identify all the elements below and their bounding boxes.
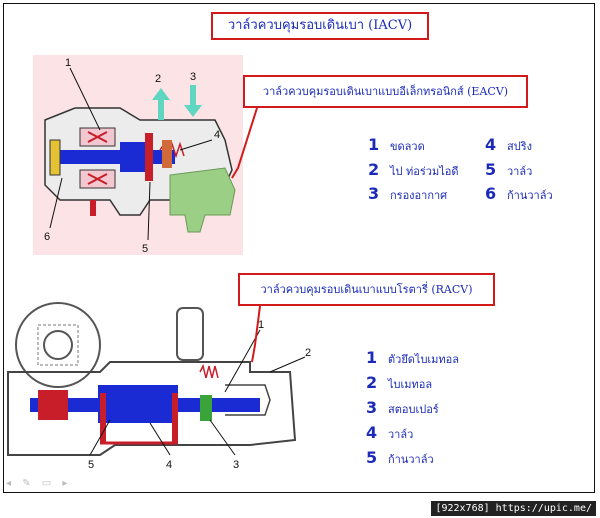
eacv-callout-pointer bbox=[231, 107, 258, 179]
racv-bimetal bbox=[225, 384, 271, 416]
racv-inlet-pipe bbox=[176, 307, 204, 361]
eacv-label-6: 6 bbox=[44, 231, 50, 243]
eacv-callout: วาล์วควบคุมรอบเดินเบาแบบอีเล็กทรอนิกส์ (… bbox=[243, 75, 528, 108]
eacv-outlet-housing bbox=[169, 167, 236, 233]
racv-leader-2 bbox=[269, 356, 306, 373]
legend-number: 4 bbox=[485, 135, 497, 154]
legend-label: สปริง bbox=[507, 140, 532, 153]
racv-label-3: 3 bbox=[233, 459, 239, 471]
racv-leader-4 bbox=[149, 422, 171, 456]
legend-number: 4 bbox=[366, 423, 378, 442]
eacv-leader-5 bbox=[147, 181, 151, 241]
racv-leader-5 bbox=[89, 419, 111, 456]
eacv-leader-1 bbox=[69, 67, 101, 131]
racv-leader-1 bbox=[224, 329, 261, 393]
racv-legend-item-1: 1 ตัวยึดไบเมทอล bbox=[366, 348, 459, 368]
racv-red-ring bbox=[38, 390, 68, 420]
legend-label: ขดลวด bbox=[390, 140, 425, 153]
legend-number: 2 bbox=[368, 160, 380, 179]
racv-callout: วาล์วควบคุมรอบเดินเบาแบบโรตารี่ (RACV) bbox=[238, 273, 495, 306]
racv-label-4: 4 bbox=[166, 459, 172, 471]
legend-number: 5 bbox=[366, 448, 378, 467]
eacv-leader-4 bbox=[179, 139, 213, 151]
racv-label-2: 2 bbox=[305, 347, 311, 359]
eacv-legend-item-4: 4 สปริง bbox=[485, 135, 532, 155]
legend-label: ไบเมทอล bbox=[388, 378, 433, 391]
legend-label: วาล์ว bbox=[388, 428, 414, 441]
racv-diagram: 1 2 3 4 5 bbox=[7, 302, 311, 471]
eacv-legend-item-6: 6 ก้านวาล์ว bbox=[485, 184, 553, 204]
racv-rotary-valve bbox=[98, 385, 178, 423]
racv-stopper bbox=[200, 395, 212, 421]
legend-label: สตอบเปอร์ bbox=[388, 403, 439, 416]
eacv-valve-seat bbox=[145, 133, 153, 181]
legend-label: ไป ท่อร่วมไอดี bbox=[390, 165, 459, 178]
legend-number: 3 bbox=[366, 398, 378, 417]
racv-label-1: 1 bbox=[258, 319, 264, 331]
legend-label: ก้านวาล์ว bbox=[507, 189, 553, 202]
eacv-label-2: 2 bbox=[155, 73, 161, 85]
racv-legend-item-4: 4 วาล์ว bbox=[366, 423, 413, 443]
eacv-valve-shaft bbox=[50, 150, 175, 164]
legend-number: 1 bbox=[366, 348, 378, 367]
legend-label: ก้านวาล์ว bbox=[388, 453, 434, 466]
racv-label-5: 5 bbox=[88, 459, 94, 471]
page-title: วาล์วควบคุมรอบเดินเบา (IACV) bbox=[211, 12, 429, 40]
legend-number: 2 bbox=[366, 373, 378, 392]
legend-label: ตัวยึดไบเมทอล bbox=[388, 353, 460, 366]
eacv-arrow-out bbox=[152, 88, 170, 120]
eacv-legend-item-2: 2 ไป ท่อร่วมไอดี bbox=[368, 160, 459, 180]
eacv-valve-element bbox=[162, 140, 172, 168]
eacv-leader-6 bbox=[49, 177, 63, 229]
racv-valve-frame-right bbox=[172, 393, 178, 443]
racv-round-hole bbox=[43, 330, 73, 360]
legend-number: 6 bbox=[485, 184, 497, 203]
racv-legend-item-2: 2 ไบเมทอล bbox=[366, 373, 432, 393]
racv-round-square bbox=[37, 324, 79, 366]
eacv-legend-item-1: 1 ขดลวด bbox=[368, 135, 425, 155]
slide-frame bbox=[3, 3, 595, 493]
eacv-label-4: 4 bbox=[214, 129, 220, 141]
racv-leader-3 bbox=[209, 419, 236, 456]
eacv-label-1: 1 bbox=[65, 57, 71, 69]
eacv-coil-marks bbox=[87, 131, 108, 185]
eacv-legend-item-3: 3 กรองอากาศ bbox=[368, 184, 447, 204]
eacv-label-5: 5 bbox=[142, 243, 148, 255]
racv-spring bbox=[199, 363, 219, 379]
racv-legend-item-5: 5 ก้านวาล์ว bbox=[366, 448, 434, 468]
eacv-terminal bbox=[49, 139, 61, 176]
legend-label: วาล์ว bbox=[507, 165, 533, 178]
slide-toolbar[interactable]: ◂ ✎ ▭ ▸ bbox=[6, 478, 72, 489]
racv-callout-pointer bbox=[251, 305, 261, 363]
eacv-label-3: 3 bbox=[190, 71, 196, 83]
racv-valve-frame-left bbox=[100, 393, 106, 443]
image-host-footer: [922x768] https://upic.me/ bbox=[431, 501, 596, 516]
eacv-arrow-in bbox=[184, 85, 202, 117]
eacv-diagram: 1 2 3 4 5 6 bbox=[33, 55, 243, 255]
eacv-legend-item-5: 5 วาล์ว bbox=[485, 160, 532, 180]
legend-number: 3 bbox=[368, 184, 380, 203]
racv-body bbox=[7, 361, 297, 456]
racv-round-housing bbox=[15, 302, 101, 388]
legend-number: 1 bbox=[368, 135, 380, 154]
eacv-pipe bbox=[90, 200, 96, 216]
legend-number: 5 bbox=[485, 160, 497, 179]
legend-label: กรองอากาศ bbox=[390, 189, 448, 202]
racv-legend-item-3: 3 สตอบเปอร์ bbox=[366, 398, 439, 418]
